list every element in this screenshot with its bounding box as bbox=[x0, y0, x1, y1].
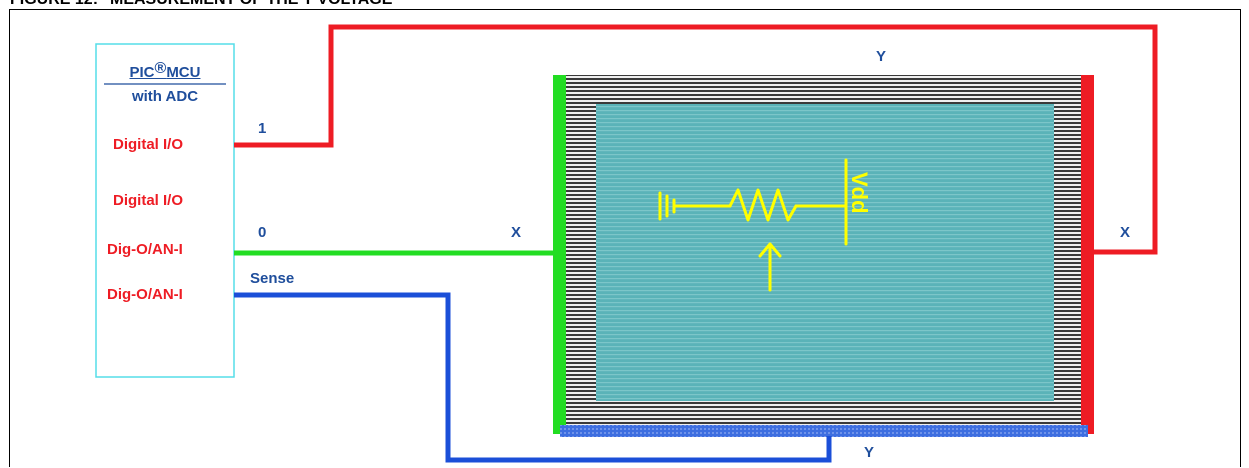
mcu-name-part1: PIC bbox=[129, 64, 155, 81]
vdd-label: Vdd bbox=[847, 172, 872, 214]
pin-label-3: Dig-O/AN-I bbox=[107, 241, 183, 258]
y-bottom-electrode bbox=[560, 425, 1088, 437]
x-left-label: X bbox=[511, 224, 522, 241]
blue-wire bbox=[234, 292, 832, 463]
x-right-electrode bbox=[1081, 75, 1094, 434]
figure-frame bbox=[9, 9, 1241, 467]
touch-panel bbox=[553, 75, 1094, 437]
figure-number: FIGURE 12: bbox=[10, 0, 110, 10]
mcu-box bbox=[95, 43, 235, 378]
wire-label-sense: Sense bbox=[250, 270, 295, 287]
red-wire bbox=[234, 24, 1158, 255]
figure-title: FIGURE 12:MEASUREMENT OF THE Y VOLTAGE bbox=[10, 0, 392, 10]
mcu-name-part2: MCU bbox=[166, 64, 201, 81]
pin-label-2: Digital I/O bbox=[113, 192, 184, 209]
y-bottom-label: Y bbox=[864, 444, 875, 461]
panel-active-area bbox=[596, 104, 1054, 401]
pin-label-1: Digital I/O bbox=[113, 136, 184, 153]
wire-label-0: 0 bbox=[258, 224, 267, 241]
x-right-label: X bbox=[1120, 224, 1131, 241]
mcu-subtitle: with ADC bbox=[131, 88, 199, 105]
figure-caption: MEASUREMENT OF THE Y VOLTAGE bbox=[110, 0, 392, 8]
registered-symbol: ® bbox=[154, 60, 167, 77]
y-top-label: Y bbox=[876, 48, 887, 65]
x-left-electrode bbox=[553, 75, 566, 434]
wire-label-1: 1 bbox=[258, 120, 267, 137]
resistor-symbol bbox=[658, 158, 848, 292]
pin-label-4: Dig-O/AN-I bbox=[107, 286, 183, 303]
mcu-name: PIC®MCU bbox=[96, 60, 234, 81]
